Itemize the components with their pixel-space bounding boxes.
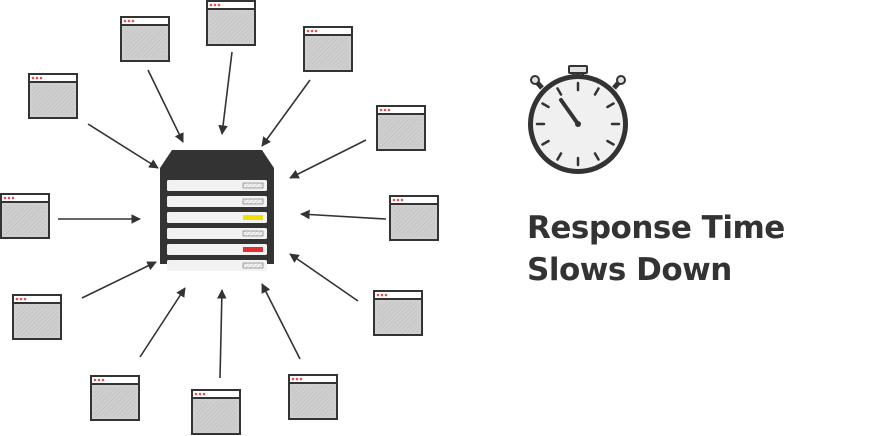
browser-window-icon [303,26,353,72]
dial-tick [556,87,563,96]
request-arrow [81,261,157,299]
browser-window-icon [206,0,256,46]
request-arrow [261,79,311,147]
client-windows [0,0,439,435]
dial-tick [541,102,550,109]
server-drive-bay [167,244,267,255]
request-arrow [147,69,184,143]
request-arrow [289,139,367,179]
browser-window-icon [90,375,140,421]
server-drive-bay [167,260,267,271]
stopwatch-hand [559,98,580,126]
dial-tick [606,139,615,146]
browser-window-icon [288,374,338,420]
browser-window-icon [120,16,170,62]
browser-window-icon [376,105,426,151]
server-drive-bay [167,196,267,207]
request-arrow [218,51,233,135]
request-arrow [139,287,186,358]
request-arrow [289,253,359,302]
browser-window-icon [191,389,241,435]
browser-window-icon [389,195,439,241]
vent-grille [242,262,264,269]
status-led [243,247,263,252]
request-arrow [87,123,159,169]
vent-grille [242,198,264,205]
caption-text: Response Time Slows Down [527,210,785,288]
server-drive-bay [167,180,267,191]
request-arrow [217,289,227,379]
dial-tick [556,152,563,161]
server-drive-bay [167,212,267,223]
dial-tick [606,102,615,109]
status-led [243,215,263,220]
request-arrow [261,283,301,360]
browser-window-icon [0,193,50,239]
request-arrow [300,209,387,220]
dial-tick [593,87,600,96]
vent-grille [242,182,264,189]
dial-tick [541,139,550,146]
server-drive-bay [167,228,267,239]
browser-window-icon [12,294,62,340]
vent-grille [242,230,264,237]
stopwatch-icon [528,65,628,174]
dial-tick [593,152,600,161]
server-rack-icon [160,150,274,271]
request-arrows [58,51,387,379]
browser-window-icon [28,73,78,119]
browser-window-icon [373,290,423,336]
